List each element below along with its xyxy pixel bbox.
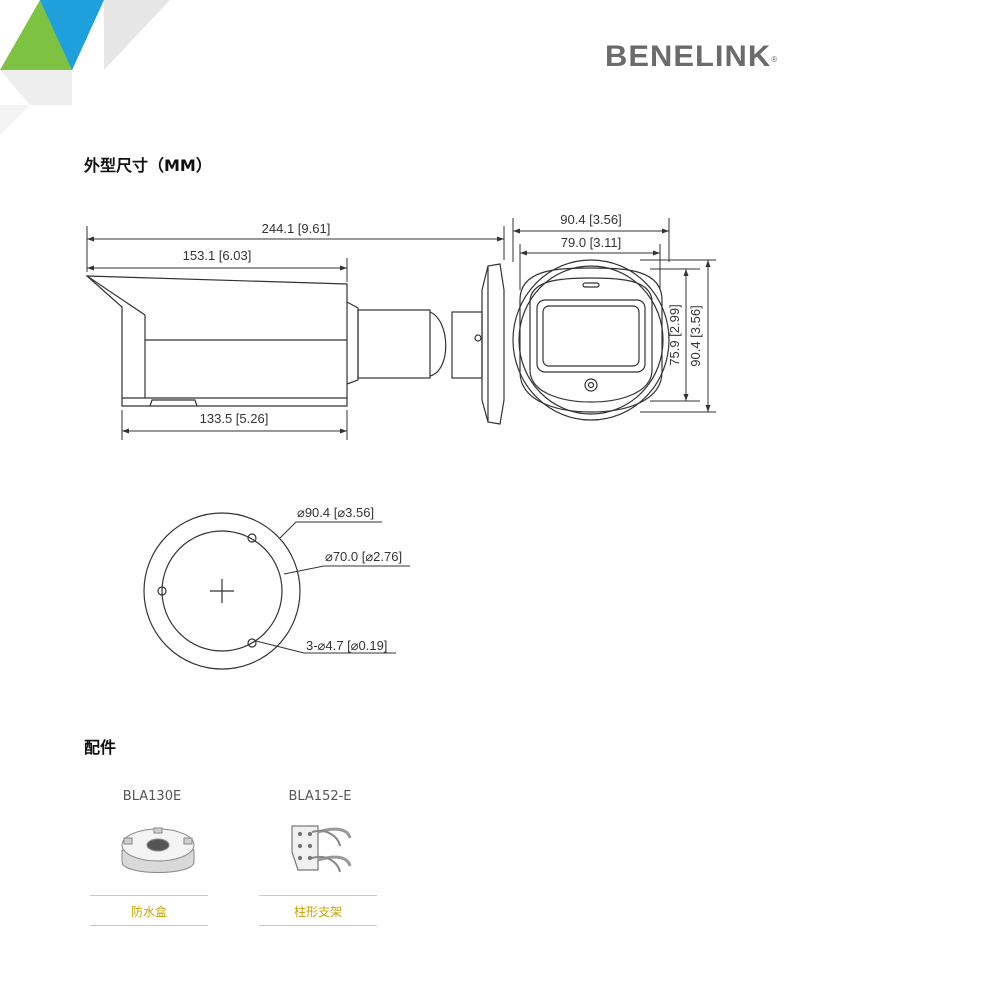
accessory-code-pole-bracket: BLA152-E [288,789,352,804]
dim-front-inner-width: 79.0 [3.11] [561,235,621,250]
brand-logo: BENELINK® [605,40,778,74]
side-view [85,263,505,425]
base-dimension-lines [255,521,410,654]
front-dimension-lines [512,218,716,413]
dim-base-holes: 3-⌀4.7 [⌀0.19] [306,638,387,653]
accessories-title: 配件 [84,738,117,757]
dim-body-length: 133.5 [5.26] [200,411,269,426]
accessory-divider [259,925,377,926]
accessory-name-junction-box: 防水盒 [130,905,167,919]
dim-total-length: 244.1 [9.61] [262,221,331,236]
logo-registered-mark: ® [771,55,779,64]
dim-front-width: 90.4 [3.56] [560,212,621,227]
accessory-code-junction-box: BLA130E [122,789,182,804]
accessory-divider [90,895,208,896]
dim-base-outer-diameter: ⌀90.4 [⌀3.56] [297,505,374,520]
junction-box-image [121,827,195,873]
side-dimension-lines [86,226,505,440]
dim-base-hole-circle: ⌀70.0 [⌀2.76] [325,549,402,564]
pole-bracket-image [291,825,352,873]
logo-text: BENELINK [605,40,772,73]
accessory-divider [90,925,208,926]
dim-front-inner-height: 75.9 [2.99] [667,304,682,365]
base-view [143,512,301,670]
front-view [512,259,670,421]
accessory-divider [259,895,377,896]
dim-hood-length: 153.1 [6.03] [183,248,252,263]
corner-decoration [0,0,170,135]
dimensions-title: 外型尺寸（MM） [84,156,212,175]
accessory-name-pole-bracket: 柱形支架 [293,905,342,919]
dim-front-height: 90.4 [3.56] [688,305,703,366]
